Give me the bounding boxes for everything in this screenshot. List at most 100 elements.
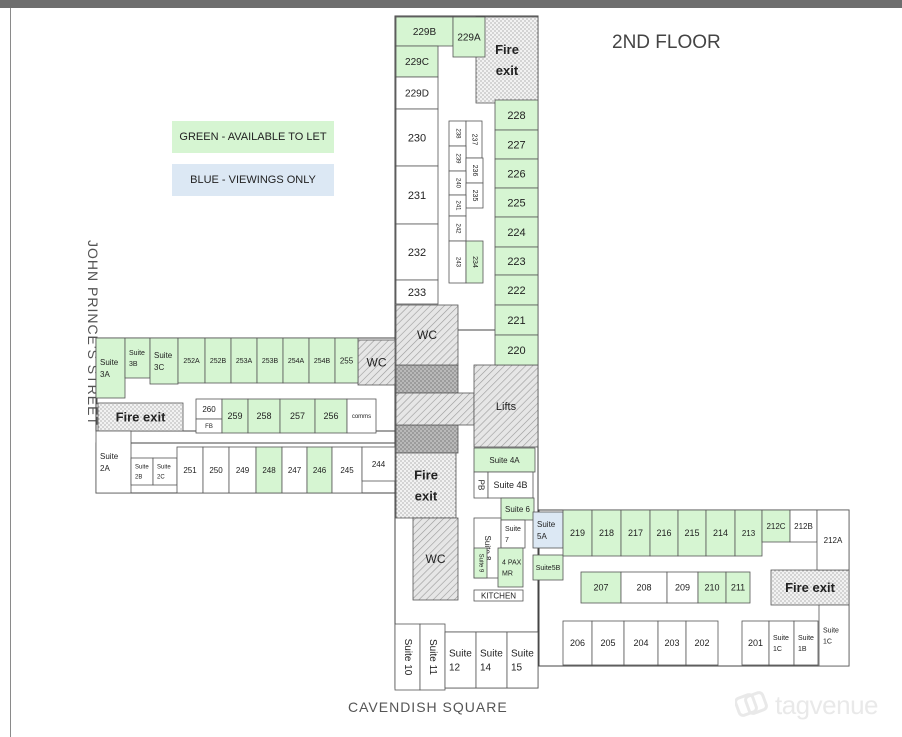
room-212a[interactable]: 212A	[816, 509, 850, 571]
room-213[interactable]: 213	[734, 509, 763, 557]
room-222[interactable]: 222	[494, 274, 539, 306]
room-205[interactable]: 205	[591, 620, 625, 666]
room-249[interactable]: 249	[228, 446, 257, 494]
room-label: 1B	[798, 646, 807, 653]
room-suite-9[interactable]: Suite 9	[473, 547, 488, 579]
room-suite-11[interactable]: Suite 11	[419, 623, 446, 691]
room-252b[interactable]: 252B	[204, 337, 232, 384]
room-220[interactable]: 220	[494, 334, 539, 366]
room-233[interactable]: 233	[395, 279, 439, 305]
room-208[interactable]: 208	[620, 571, 668, 604]
room-209[interactable]: 209	[666, 571, 699, 604]
room-201[interactable]: 201	[741, 620, 770, 666]
room-211[interactable]: 211	[725, 571, 751, 604]
room-248[interactable]: 248	[255, 446, 283, 494]
room-242[interactable]: 242	[448, 215, 467, 242]
room-255[interactable]: 255	[334, 337, 359, 384]
room-210[interactable]: 210	[697, 571, 727, 604]
room-224[interactable]: 224	[494, 216, 539, 248]
room-232[interactable]: 232	[395, 223, 439, 281]
room-234[interactable]: 234	[465, 240, 484, 284]
room-217[interactable]: 217	[620, 509, 651, 557]
room-shape	[620, 571, 668, 604]
room-240[interactable]: 240	[448, 170, 467, 196]
room-237[interactable]: 237	[465, 120, 483, 159]
room-kitchen[interactable]: KITCHEN	[473, 589, 524, 602]
room-pb[interactable]: PB	[473, 471, 489, 499]
room-251[interactable]: 251	[176, 446, 204, 494]
room-221[interactable]: 221	[494, 304, 539, 336]
room-212b[interactable]: 212B	[789, 509, 818, 543]
room-206[interactable]: 206	[562, 620, 593, 666]
room-235[interactable]: 235	[465, 182, 484, 209]
room-239[interactable]: 239	[448, 145, 467, 172]
room-shape	[818, 604, 850, 667]
room-207[interactable]: 207	[580, 571, 622, 604]
room-214[interactable]: 214	[705, 509, 736, 557]
room-244[interactable]: 244	[361, 446, 396, 482]
room-226[interactable]: 226	[494, 158, 539, 189]
room-203[interactable]: 203	[657, 620, 687, 666]
room-230[interactable]: 230	[395, 108, 439, 167]
room-label: 232	[408, 247, 426, 259]
room-202[interactable]: 202	[685, 620, 719, 666]
room-254a[interactable]: 254A	[282, 337, 310, 384]
room-246[interactable]: 246	[306, 446, 333, 494]
room-241[interactable]: 241	[448, 194, 467, 217]
room-suite-4a[interactable]: Suite 4A	[473, 447, 536, 473]
room-comms[interactable]: comms	[346, 398, 377, 434]
room-215[interactable]: 215	[677, 509, 707, 557]
room-243[interactable]: 243	[448, 240, 467, 284]
room-257[interactable]: 257	[279, 398, 316, 434]
room-253a[interactable]: 253A	[230, 337, 258, 384]
room-259[interactable]: 259	[221, 398, 249, 434]
room-250[interactable]: 250	[202, 446, 230, 494]
room-254b[interactable]: 254B	[308, 337, 336, 384]
room-suite5b[interactable]: Suite5B	[532, 554, 564, 581]
room-223[interactable]: 223	[494, 246, 539, 276]
room-fb[interactable]: FB	[195, 418, 223, 434]
room-204[interactable]: 204	[623, 620, 659, 666]
room-225[interactable]: 225	[494, 187, 539, 218]
room-229d[interactable]: 229D	[395, 76, 439, 110]
floor-title: 2ND FLOOR	[612, 32, 721, 53]
room-231[interactable]: 231	[395, 165, 439, 225]
room-suite-6[interactable]: Suite 6	[500, 497, 535, 521]
room-212c[interactable]: 212C	[761, 509, 791, 543]
room-252a[interactable]: 252A	[177, 337, 206, 384]
room-227[interactable]: 227	[494, 129, 539, 160]
room-229b[interactable]: 229B	[395, 16, 454, 47]
room-238[interactable]: 238	[448, 120, 467, 147]
room-247[interactable]: 247	[281, 446, 308, 494]
room-229c[interactable]: 229C	[395, 45, 439, 78]
room-219[interactable]: 219	[562, 509, 593, 557]
room-216[interactable]: 216	[649, 509, 679, 557]
room-258[interactable]: 258	[247, 398, 281, 434]
room-253b[interactable]: 253B	[256, 337, 284, 384]
room-236[interactable]: 236	[465, 157, 484, 184]
room-256[interactable]: 256	[314, 398, 348, 434]
room-suite-10[interactable]: Suite 10	[394, 623, 421, 691]
room-suite-4b[interactable]: Suite 4B	[487, 471, 534, 499]
room-229a[interactable]: 229A	[452, 16, 486, 58]
room-228[interactable]: 228	[494, 99, 539, 131]
room-218[interactable]: 218	[591, 509, 622, 557]
room-245[interactable]: 245	[331, 446, 363, 494]
room-260[interactable]: 260	[195, 398, 223, 420]
